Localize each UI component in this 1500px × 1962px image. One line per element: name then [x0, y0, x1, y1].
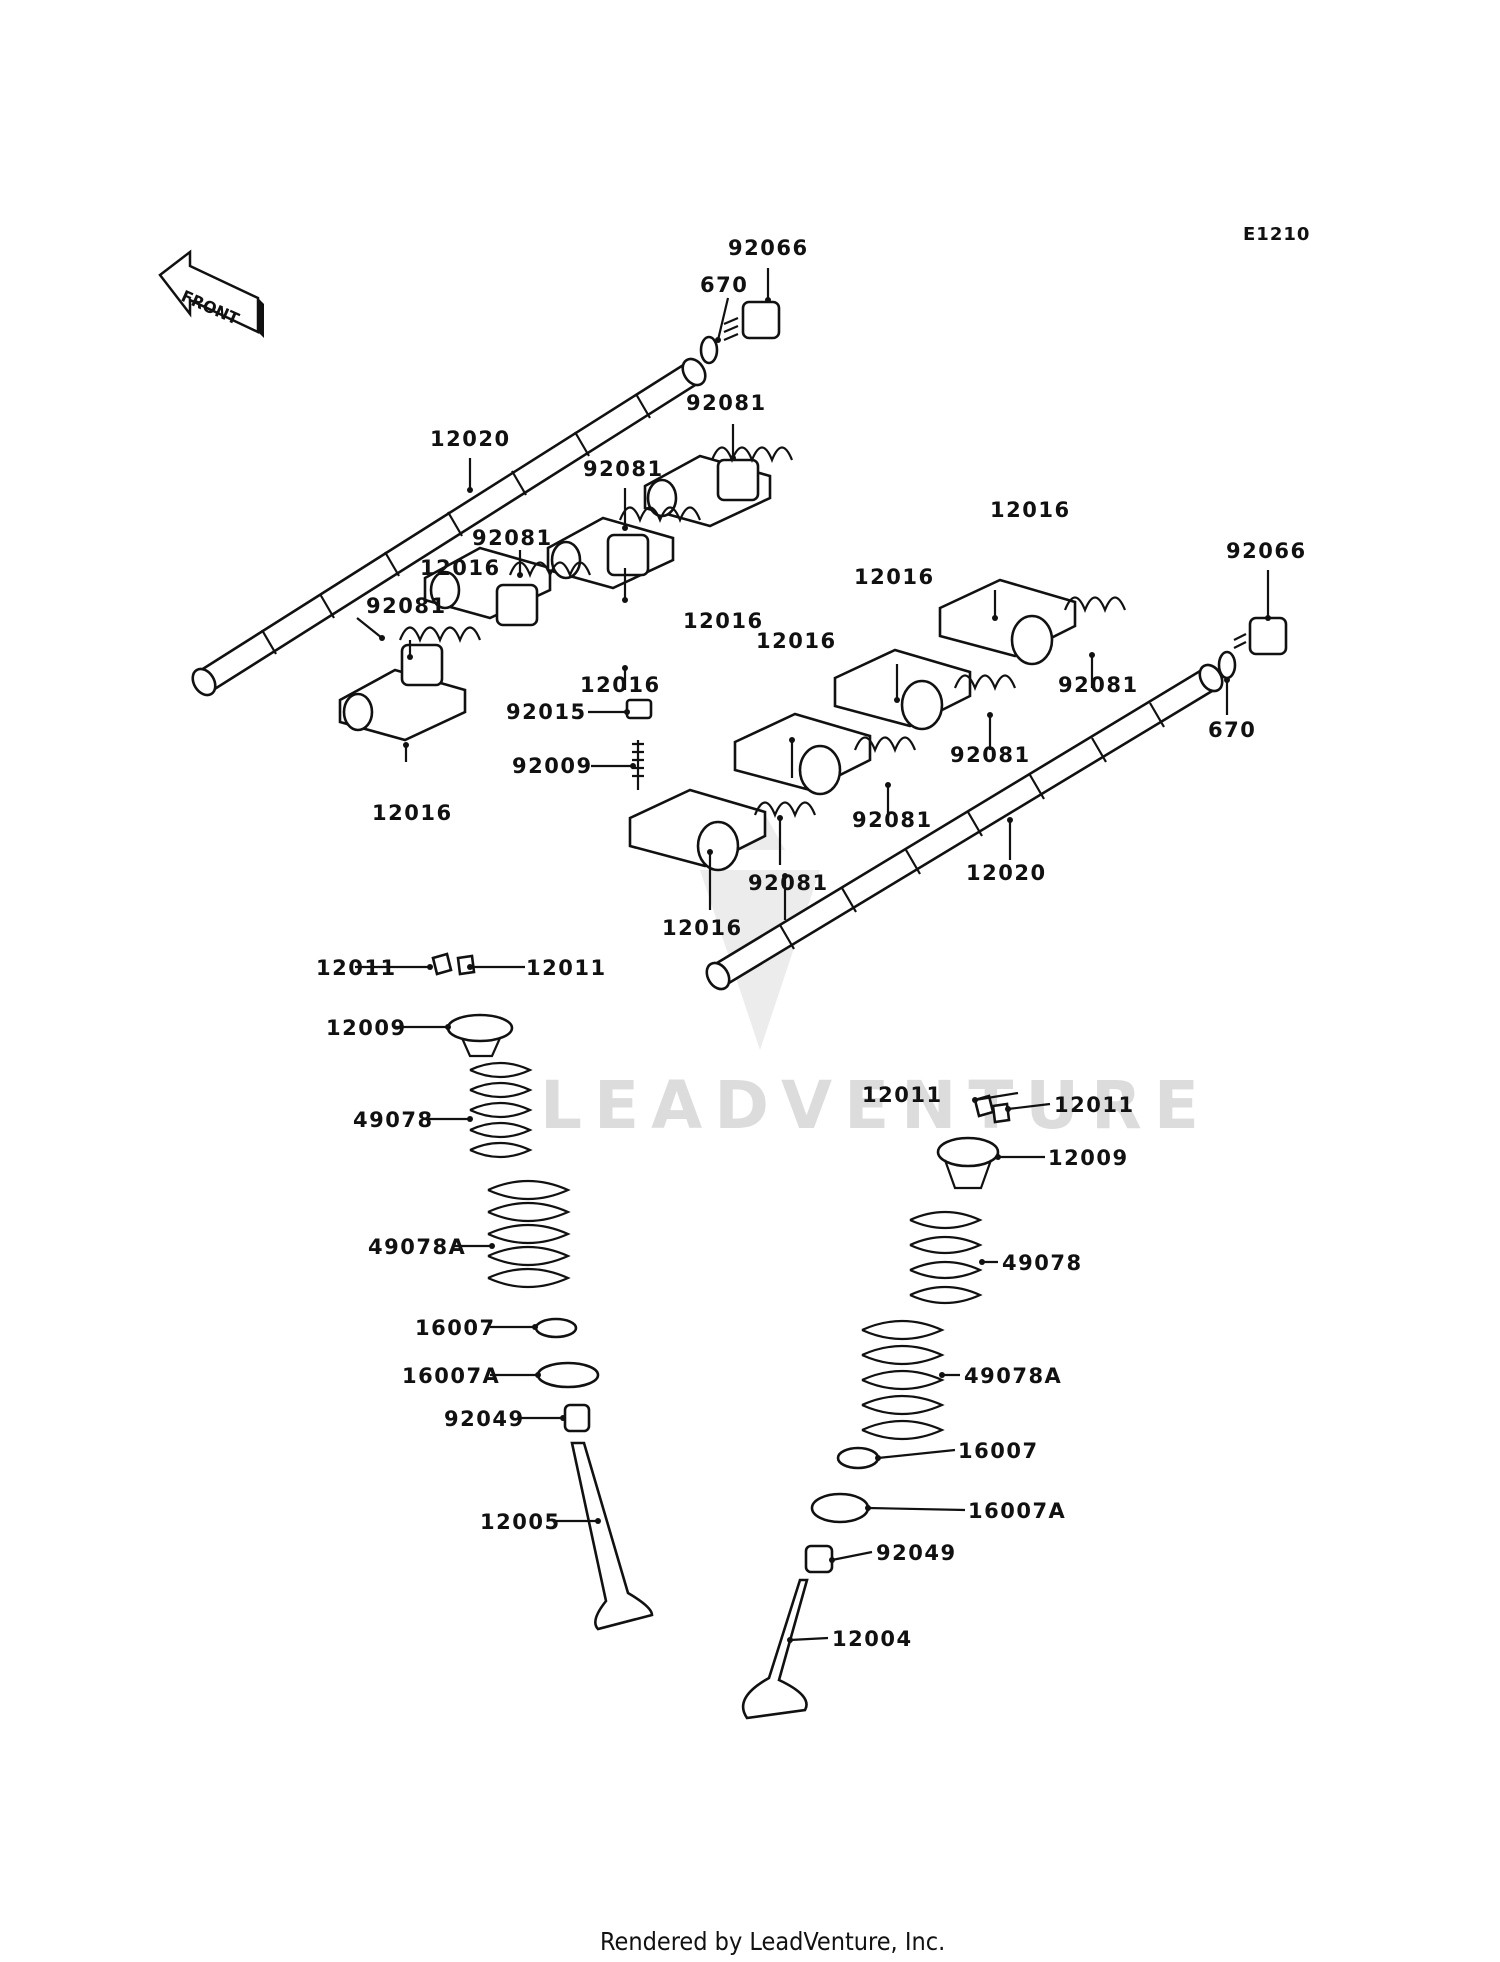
rocker-arm-group-right	[628, 578, 1077, 872]
seal-92049-right	[804, 1544, 834, 1574]
part-label-12011-l2: 12011	[526, 956, 607, 980]
part-label-670-top: 670	[700, 273, 748, 297]
part-label-92081-r3: 92081	[852, 808, 933, 832]
seat-16007-right	[836, 1446, 880, 1470]
keeper-12011-left	[431, 952, 476, 976]
part-label-92049-right: 92049	[876, 1541, 957, 1565]
spring-92081-group-left	[398, 446, 794, 643]
part-label-92066-right: 92066	[1226, 539, 1307, 563]
part-label-12016-r3: 12016	[756, 629, 837, 653]
camshaft-upper	[191, 357, 707, 697]
spring-92081-group-right	[753, 596, 1127, 818]
valve-stack-left	[431, 952, 654, 1631]
seal-92049-left	[563, 1403, 591, 1433]
seat-16007-left	[534, 1317, 578, 1339]
spring-49078A-left	[487, 1179, 571, 1289]
front-arrow-icon: FRONT	[158, 249, 264, 338]
part-label-12020-right: 12020	[966, 861, 1047, 885]
part-label-49078-right: 49078	[1002, 1251, 1083, 1275]
retainer-12009-left	[446, 1013, 514, 1043]
plug-92066-top	[723, 300, 781, 342]
watermark-logo-icon	[700, 805, 820, 1050]
part-label-12005: 12005	[480, 1510, 561, 1534]
part-label-12016-r2: 12016	[854, 565, 935, 589]
valve-12005	[570, 1441, 654, 1631]
part-label-92049-left: 92049	[444, 1407, 525, 1431]
nut-92015	[625, 698, 653, 720]
leader-lines	[355, 268, 1271, 1643]
part-label-12016-b: 12016	[683, 609, 764, 633]
part-label-12011-r1: 12011	[862, 1083, 943, 1107]
seat-16007A-right	[810, 1492, 870, 1524]
part-label-12009-right: 12009	[1048, 1146, 1129, 1170]
part-label-12016-r1: 12016	[990, 498, 1071, 522]
part-label-49078-left: 49078	[353, 1108, 434, 1132]
footer-credit: Rendered by LeadVenture, Inc.	[600, 1927, 945, 1956]
valve-stack-right	[741, 1094, 1011, 1720]
watermark: LEADVENTURE	[540, 805, 1211, 1144]
part-label-92009: 92009	[512, 754, 593, 778]
part-label-12016-a: 12016	[420, 556, 501, 580]
retainer-12009-right	[936, 1136, 1000, 1168]
spring-49078A-right	[861, 1319, 945, 1441]
part-label-92081-b: 92081	[583, 457, 664, 481]
spring-49078-right	[909, 1210, 983, 1305]
watermark-text: LEADVENTURE	[540, 1067, 1211, 1144]
valve-12004	[741, 1578, 809, 1720]
part-label-12020-top: 12020	[430, 427, 511, 451]
part-label-49078A-right: 49078A	[964, 1364, 1062, 1388]
diagram-code: E1210	[1243, 224, 1310, 245]
part-label-16007A-left: 16007A	[402, 1364, 500, 1388]
part-label-12016-c: 12016	[580, 673, 661, 697]
part-label-16007-left: 16007	[415, 1316, 496, 1340]
part-label-12011-l1: 12011	[316, 956, 397, 980]
part-label-12016-d: 12016	[372, 801, 453, 825]
part-label-92081-r2: 92081	[950, 743, 1031, 767]
plug-92066-right	[1233, 616, 1288, 656]
part-label-92081-a: 92081	[686, 391, 767, 415]
screw-92009	[632, 740, 644, 790]
seat-16007A-left	[536, 1361, 600, 1389]
part-label-12004: 12004	[832, 1627, 913, 1651]
spring-49078-left	[469, 1061, 533, 1159]
part-label-16007-right: 16007	[958, 1439, 1039, 1463]
keeper-12011-right	[973, 1094, 1011, 1124]
part-label-92081-r4: 92081	[748, 871, 829, 895]
part-label-92081-r1: 92081	[1058, 673, 1139, 697]
part-label-92015: 92015	[506, 700, 587, 724]
part-label-92066-top: 92066	[728, 236, 809, 260]
o-ring-670-right	[1217, 650, 1237, 680]
part-label-16007A-right: 16007A	[968, 1499, 1066, 1523]
part-label-49078A-left: 49078A	[368, 1235, 466, 1259]
camshaft-lower	[705, 663, 1224, 991]
part-label-12016-r4: 12016	[662, 916, 743, 940]
part-label-92081-c: 92081	[472, 526, 553, 550]
part-label-92081-d: 92081	[366, 594, 447, 618]
part-label-12009-left: 12009	[326, 1016, 407, 1040]
part-labels: 92066 670 12020 92081 92081 92081 92081 …	[316, 236, 1307, 1651]
part-label-12011-r2: 12011	[1054, 1093, 1135, 1117]
part-label-670-right: 670	[1208, 718, 1256, 742]
o-ring-670-top	[699, 335, 719, 365]
